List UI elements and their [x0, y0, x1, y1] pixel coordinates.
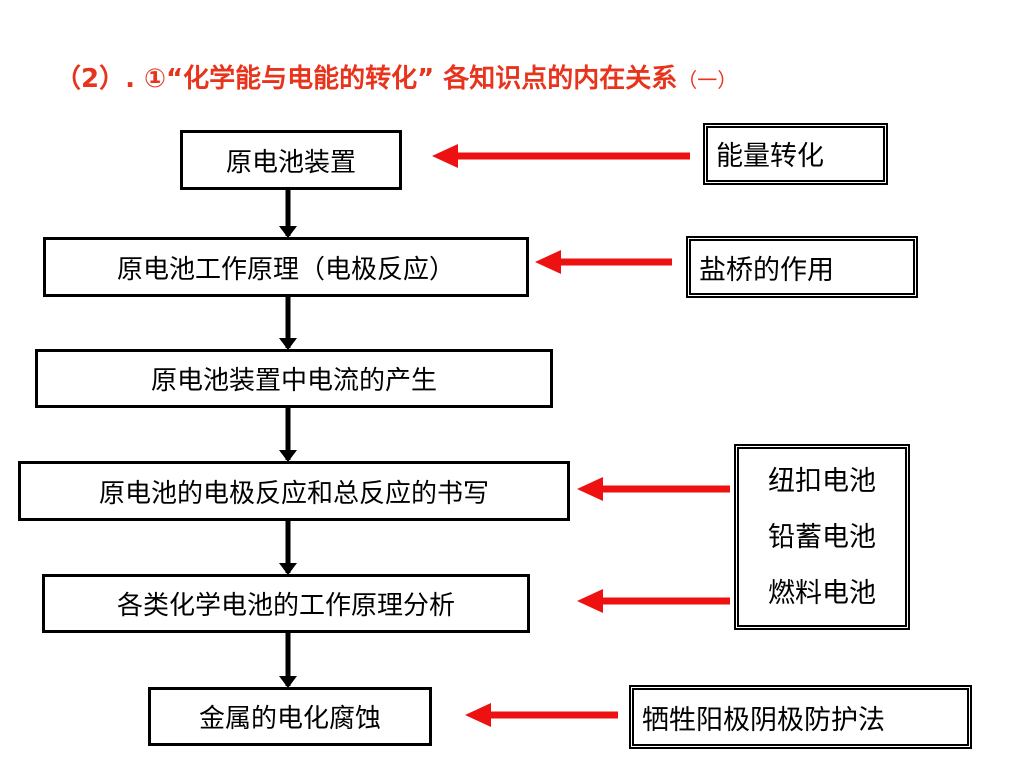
flow-arrows: [279, 190, 297, 688]
battery-fuel-cell: 燃料电池: [768, 577, 876, 609]
flow-box-electrode-reactions: 原电池的电极反应和总反应的书写: [18, 461, 570, 521]
flow-box-current-generation: 原电池装置中电流的产生: [35, 349, 553, 408]
flow-arrow-5-head: [279, 676, 297, 688]
side-arrow-energy-head: [432, 144, 458, 168]
side-arrows: [432, 144, 730, 727]
flow-box-cell-device: 原电池装置: [180, 130, 402, 190]
flow-arrow-2-head: [279, 338, 297, 350]
side-box-energy: 能量转化: [703, 123, 888, 185]
side-arrow-batteries-2-head: [577, 589, 603, 613]
battery-button-cell: 纽扣电池: [768, 465, 876, 497]
side-arrow-batteries-1-head: [577, 477, 603, 501]
side-box-batteries: 纽扣电池 铅蓄电池 燃料电池: [734, 444, 910, 630]
title-tail: （一）: [677, 68, 738, 92]
title-lead: （2）. ①“化学能与电能的转化” 各知识点的内在关系: [55, 64, 678, 94]
side-box-salt-bridge: 盐桥的作用: [686, 236, 918, 298]
side-arrow-protection-head: [465, 703, 491, 727]
flow-arrow-3-head: [279, 450, 297, 462]
battery-lead-acid: 铅蓄电池: [768, 521, 876, 553]
side-box-protection: 牺牲阳极阴极防护法: [629, 685, 972, 749]
flow-arrow-4-head: [279, 563, 297, 575]
flow-box-battery-analysis: 各类化学电池的工作原理分析: [42, 574, 530, 633]
flow-arrow-1-head: [279, 226, 297, 238]
flow-box-working-principle: 原电池工作原理（电极反应）: [43, 237, 529, 297]
slide-title: （2）. ①“化学能与电能的转化” 各知识点的内在关系（一）: [55, 58, 1024, 95]
side-arrow-salt-head: [535, 250, 561, 274]
flow-box-corrosion: 金属的电化腐蚀: [148, 687, 432, 746]
